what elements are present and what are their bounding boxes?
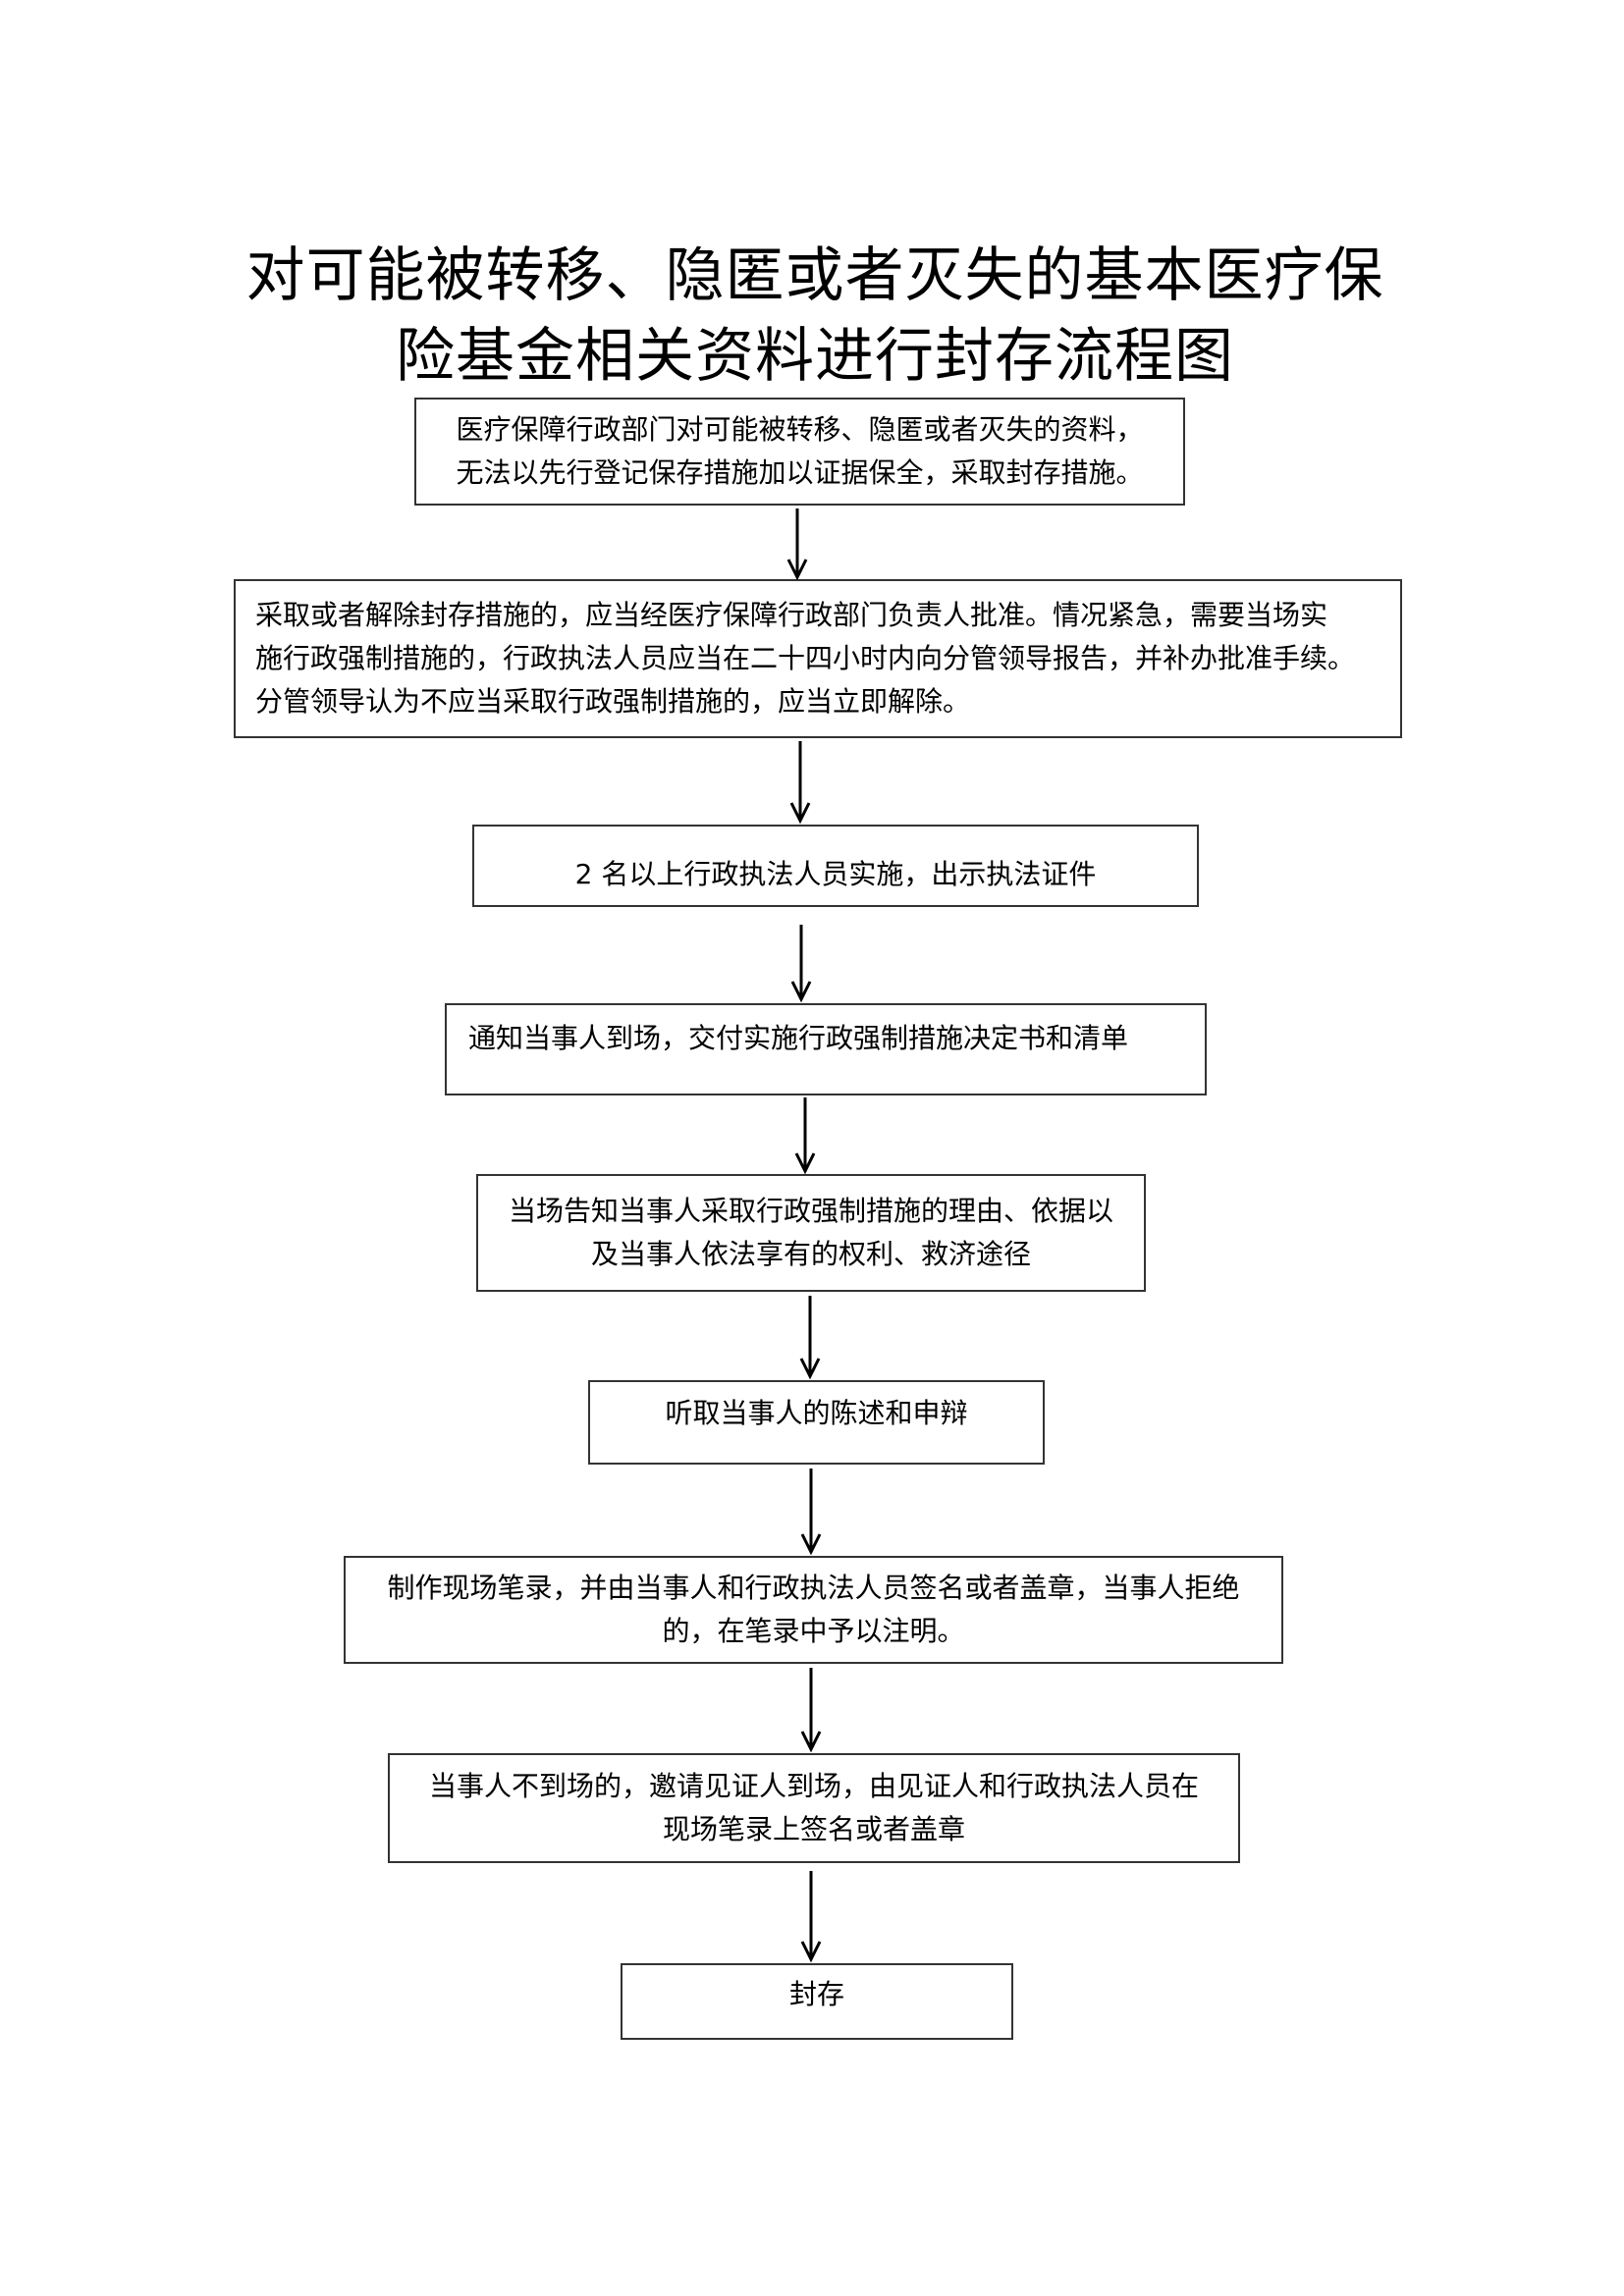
step-4-box: 通知当事人到场，交付实施行政强制措施决定书和清单 bbox=[445, 1003, 1207, 1095]
step-1-line-2: 无法以先行登记保存措施加以证据保全，采取封存措施。 bbox=[456, 456, 1144, 489]
step-1-line-1: 医疗保障行政部门对可能被转移、隐匿或者灭失的资料， bbox=[456, 413, 1144, 446]
arrow-6-to-7-head bbox=[800, 1533, 822, 1556]
arrow-2-to-3-head bbox=[789, 802, 811, 825]
arrow-8-to-9-head bbox=[800, 1941, 822, 1963]
step-5-line-2: 及当事人依法享有的权利、救济途径 bbox=[590, 1238, 1031, 1270]
step-2-line-2: 施行政强制措施的，行政执法人员应当在二十四小时内向分管领导报告，并补办批准手续。 bbox=[255, 642, 1356, 674]
arrow-3-to-4-head bbox=[790, 981, 812, 1003]
step-7-line-1: 制作现场笔录，并由当事人和行政执法人员签名或者盖章，当事人拒绝 bbox=[387, 1572, 1240, 1604]
page-title: 对可能被转移、隐匿或者灭失的基本医疗保 险基金相关资料进行封存流程图 bbox=[177, 236, 1453, 397]
step-3-line-1: 2 名以上行政执法人员实施，出示执法证件 bbox=[574, 858, 1097, 890]
arrow-4-to-5-head bbox=[794, 1152, 816, 1175]
arrow-1-to-2-head bbox=[786, 559, 808, 581]
step-8-box: 当事人不到场的，邀请见证人到场，由见证人和行政执法人员在 现场笔录上签名或者盖章 bbox=[388, 1753, 1240, 1863]
step-5-box: 当场告知当事人采取行政强制措施的理由、依据以 及当事人依法享有的权利、救济途径 bbox=[476, 1174, 1146, 1292]
step-2-line-3: 分管领导认为不应当采取行政强制措施的，应当立即解除。 bbox=[255, 685, 971, 718]
step-4-line-1: 通知当事人到场，交付实施行政强制措施决定书和清单 bbox=[468, 1022, 1129, 1054]
step-6-box: 听取当事人的陈述和申辩 bbox=[588, 1380, 1045, 1465]
step-8-line-2: 现场笔录上签名或者盖章 bbox=[662, 1813, 965, 1845]
step-6-line-1: 听取当事人的陈述和申辩 bbox=[665, 1397, 968, 1429]
step-5-line-1: 当场告知当事人采取行政强制措施的理由、依据以 bbox=[508, 1195, 1113, 1227]
title-line-2: 险基金相关资料进行封存流程图 bbox=[396, 322, 1234, 392]
arrow-7-to-8-head bbox=[800, 1731, 822, 1753]
step-9-box: 封存 bbox=[621, 1963, 1013, 2040]
step-2-line-1: 采取或者解除封存措施的，应当经医疗保障行政部门负责人批准。情况紧急，需要当场实 bbox=[255, 599, 1328, 631]
step-7-line-2: 的，在笔录中予以注明。 bbox=[662, 1615, 965, 1647]
arrow-5-to-6-head bbox=[799, 1358, 821, 1380]
step-9-line-1: 封存 bbox=[788, 1978, 844, 2010]
step-3-box: 2 名以上行政执法人员实施，出示执法证件 bbox=[472, 825, 1199, 907]
step-7-box: 制作现场笔录，并由当事人和行政执法人员签名或者盖章，当事人拒绝 的，在笔录中予以… bbox=[344, 1556, 1283, 1664]
step-2-box: 采取或者解除封存措施的，应当经医疗保障行政部门负责人批准。情况紧急，需要当场实 … bbox=[234, 579, 1402, 738]
step-8-line-1: 当事人不到场的，邀请见证人到场，由见证人和行政执法人员在 bbox=[428, 1770, 1199, 1802]
title-line-1: 对可能被转移、隐匿或者灭失的基本医疗保 bbox=[245, 241, 1384, 311]
step-1-box: 医疗保障行政部门对可能被转移、隐匿或者灭失的资料， 无法以先行登记保存措施加以证… bbox=[414, 398, 1185, 506]
